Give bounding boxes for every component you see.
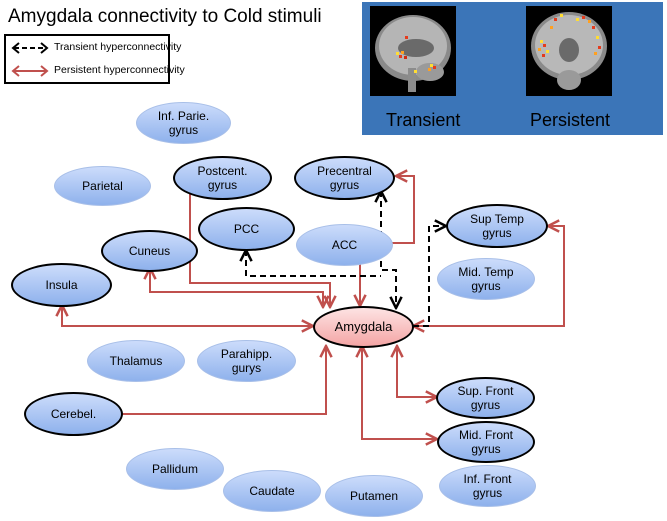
node-mid-front-gyrus: Mid. Front gyrus — [437, 421, 535, 463]
legend: Transient hyperconnectivity Persistent h… — [4, 34, 185, 84]
arrow-amygdala-cerebel — [96, 346, 326, 414]
node-pallidum: Pallidum — [126, 448, 224, 490]
transient-image-label: Transient — [386, 110, 461, 130]
arrow-amygdala-insula — [62, 305, 313, 326]
arrow-transient-pcc — [246, 250, 381, 277]
node-cerebel: Cerebel. — [24, 392, 123, 436]
node-parietal: Parietal — [54, 166, 151, 206]
arrow-amygdala-midfront — [362, 346, 437, 439]
node-pcc: PCC — [198, 207, 295, 251]
node-postcent-gyrus: Postcent. gyrus — [173, 156, 272, 200]
legend-transient-label: Transient hyperconnectivity — [54, 41, 182, 53]
arrow-transient-amygdala-suptemp — [413, 226, 446, 327]
dashed-double-arrow-icon — [11, 42, 49, 54]
solid-double-arrow-icon — [11, 65, 49, 77]
arrow-amygdala-suptemp — [413, 226, 565, 326]
node-sup-temp-gyrus: Sup Temp gyrus — [446, 204, 548, 248]
legend-persistent: Persistent hyperconnectivity — [10, 62, 185, 80]
diagram-title: Amygdala connectivity to Cold stimuli — [8, 6, 322, 27]
sagittal-brain-image — [370, 6, 456, 96]
node-amygdala: Amygdala — [313, 306, 414, 348]
node-inf-front-gyrus: Inf. Front gyrus — [439, 465, 536, 507]
brain-images-panel: Transient Persistent — [362, 2, 663, 135]
persistent-image-label: Persistent — [530, 110, 611, 130]
node-putamen: Putamen — [325, 475, 423, 517]
node-parahipp-gurys: Parahipp. gurys — [197, 340, 296, 382]
node-mid-temp-gyrus: Mid. Temp gyrus — [437, 258, 535, 300]
node-cuneus: Cuneus — [101, 230, 198, 272]
node-precentral-gyrus: Precentral gyrus — [294, 156, 395, 200]
legend-transient: Transient hyperconnectivity — [10, 39, 181, 57]
node-caudate: Caudate — [223, 470, 321, 512]
arrow-amygdala-cuneus — [150, 268, 323, 307]
node-insula: Insula — [11, 263, 112, 307]
node-sup-front-gyrus: Sup. Front gyrus — [436, 377, 535, 419]
arrow-amygdala-supfront — [397, 346, 437, 397]
node-inf-parie-gyrus: Inf. Parie. gyrus — [136, 102, 231, 144]
legend-persistent-label: Persistent hyperconnectivity — [54, 64, 185, 76]
node-thalamus: Thalamus — [87, 340, 185, 382]
arrow-transient-precentral-amygdala — [381, 191, 396, 308]
coronal-brain-image — [526, 6, 612, 96]
node-acc: ACC — [296, 224, 393, 266]
